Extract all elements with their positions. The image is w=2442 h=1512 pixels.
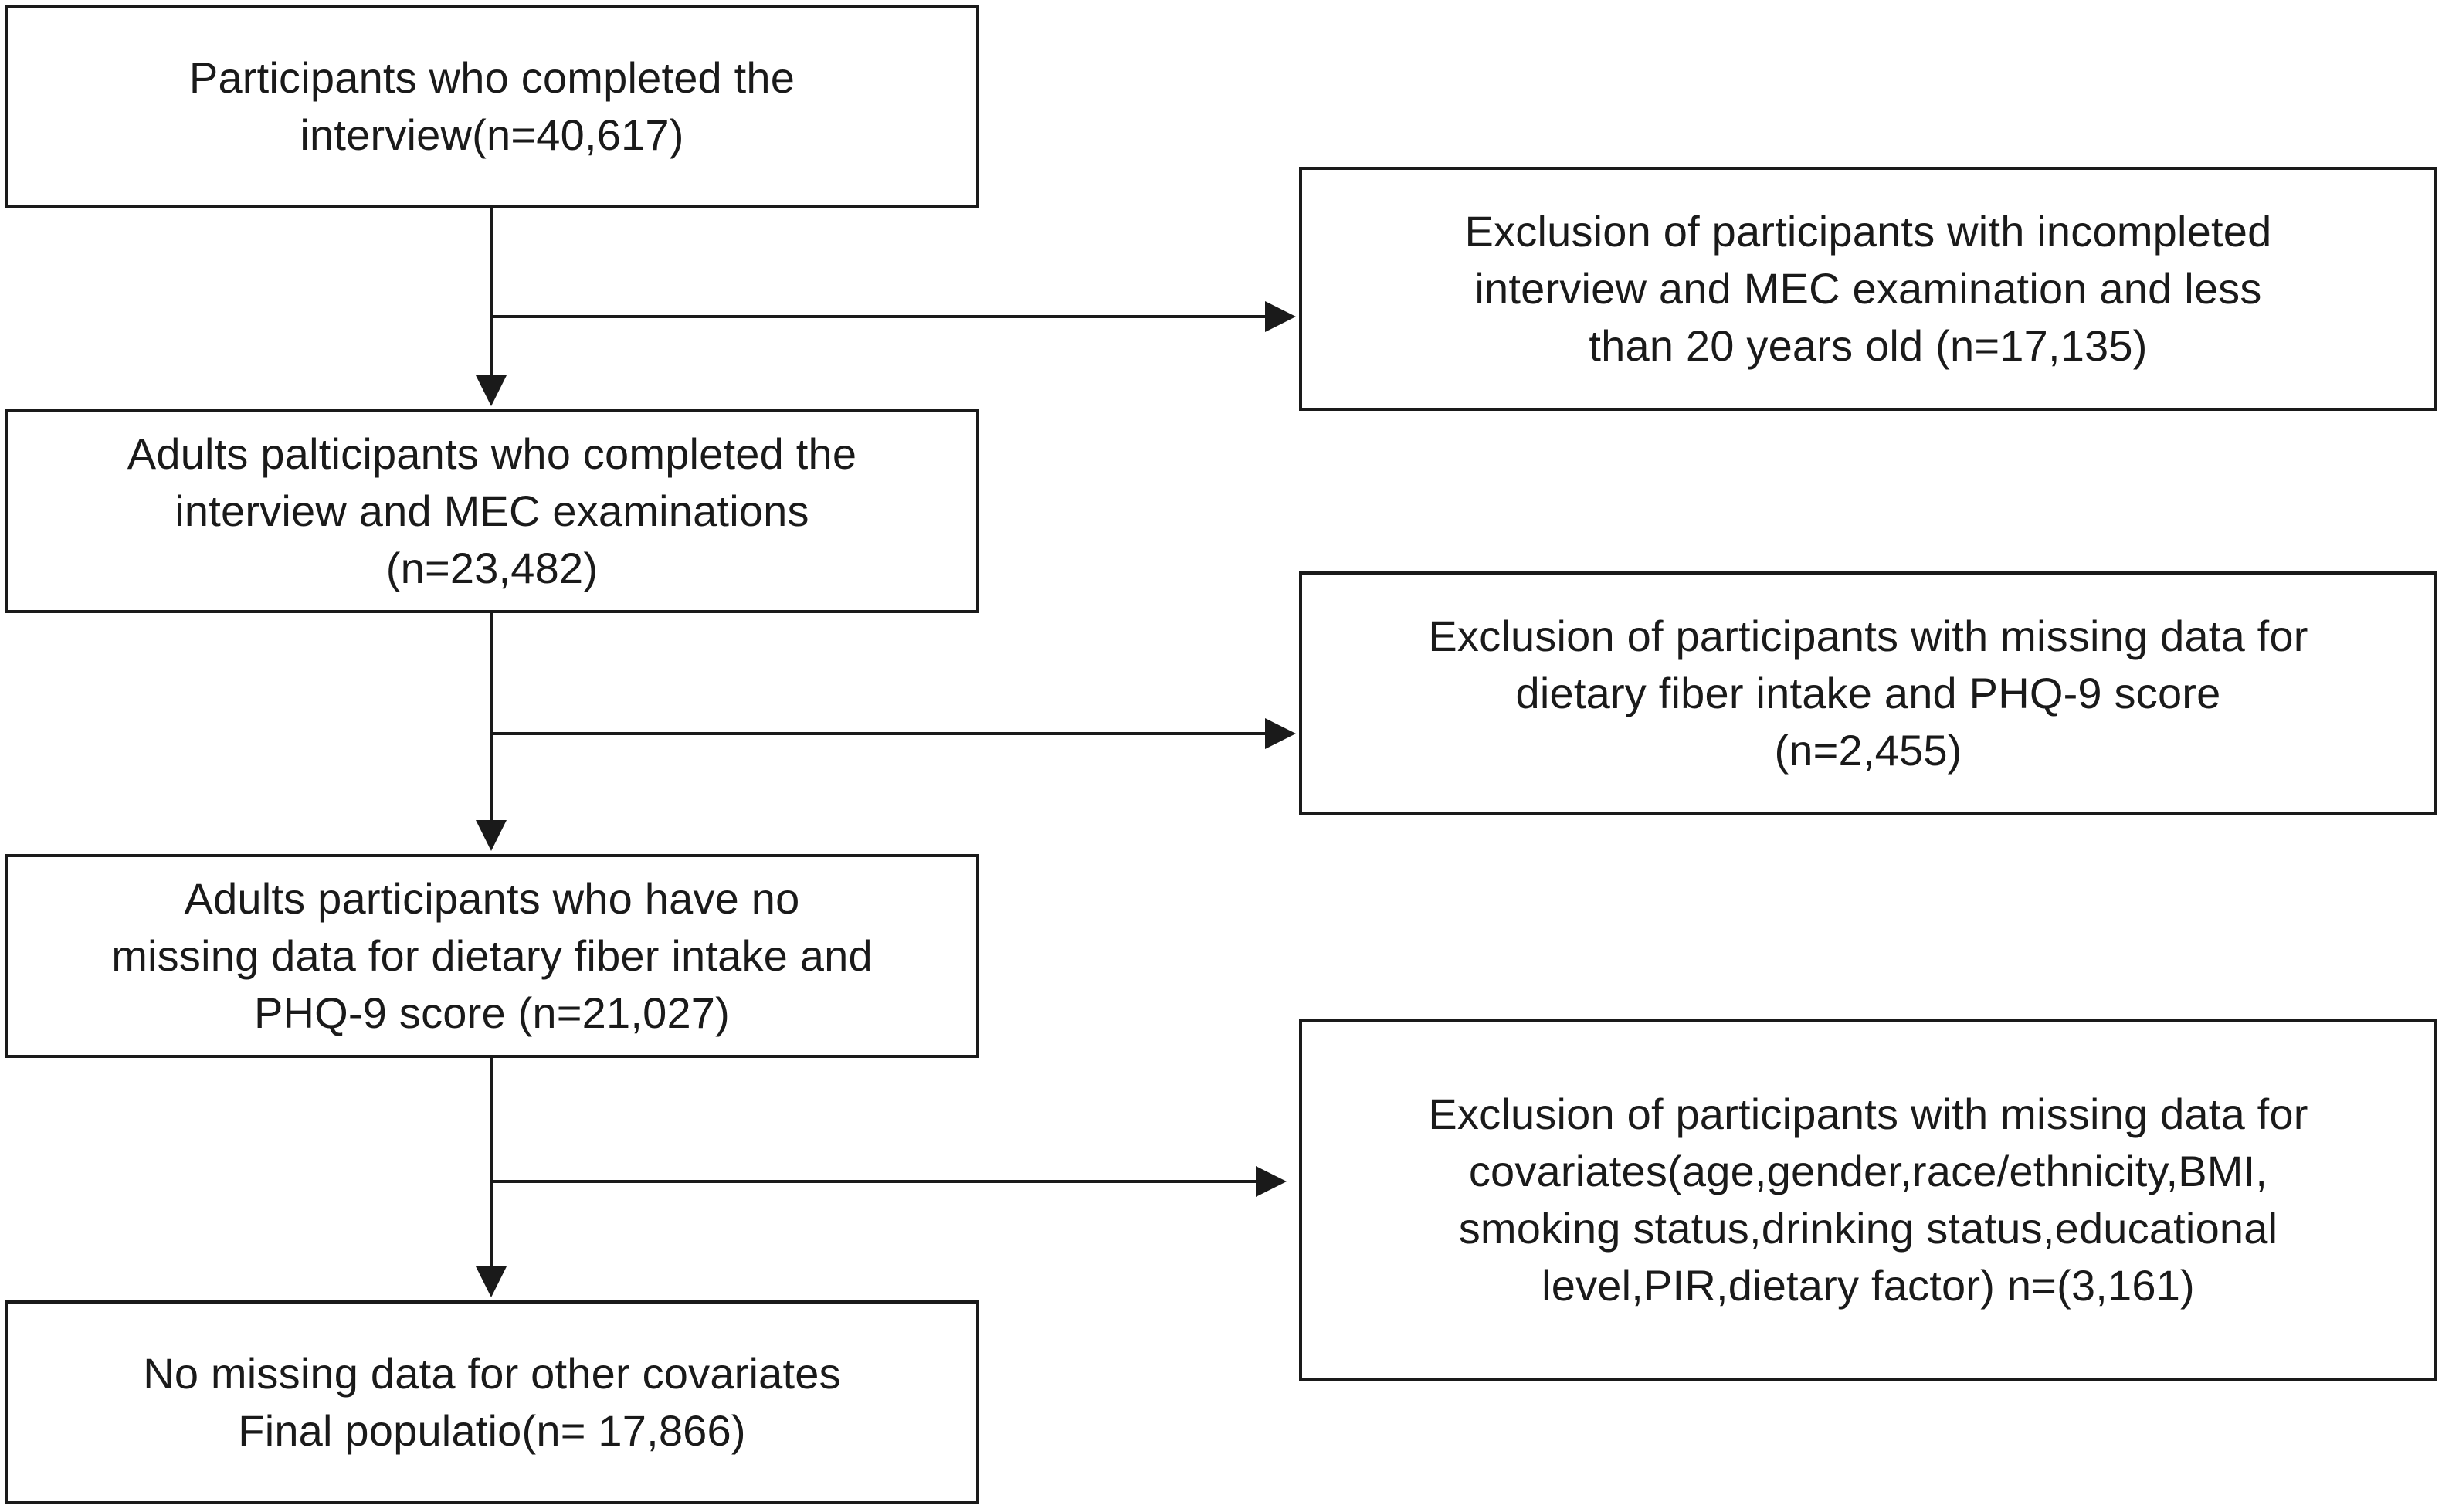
exclusion-text-missing-fiber-phq9: Exclusion of participants with missing d… [1428,612,2308,775]
exclusion-text-incomplete-interview: Exclusion of participants with incomplet… [1464,207,2272,370]
exclusion-box-missing-covariates: Exclusion of participants with missing d… [1299,1019,2437,1381]
step-text-completed-mec: Adults palticipants who completed the in… [127,429,857,592]
step-box-completed-interview: Participants who completed the interview… [5,5,979,208]
exclusion-text-missing-covariates: Exclusion of participants with missing d… [1428,1090,2308,1310]
step-box-final-population: No missing data for other covariates Fin… [5,1300,979,1504]
step-text-final-population: No missing data for other covariates Fin… [143,1349,841,1455]
step-text-no-missing-fiber-phq9: Adults participants who have no missing … [111,874,873,1037]
step-box-completed-mec: Adults palticipants who completed the in… [5,409,979,613]
step-text-completed-interview: Participants who completed the interview… [188,53,795,159]
exclusion-box-missing-fiber-phq9: Exclusion of participants with missing d… [1299,571,2437,815]
exclusion-box-incomplete-interview: Exclusion of participants with incomplet… [1299,167,2437,411]
step-box-no-missing-fiber-phq9: Adults participants who have no missing … [5,854,979,1058]
